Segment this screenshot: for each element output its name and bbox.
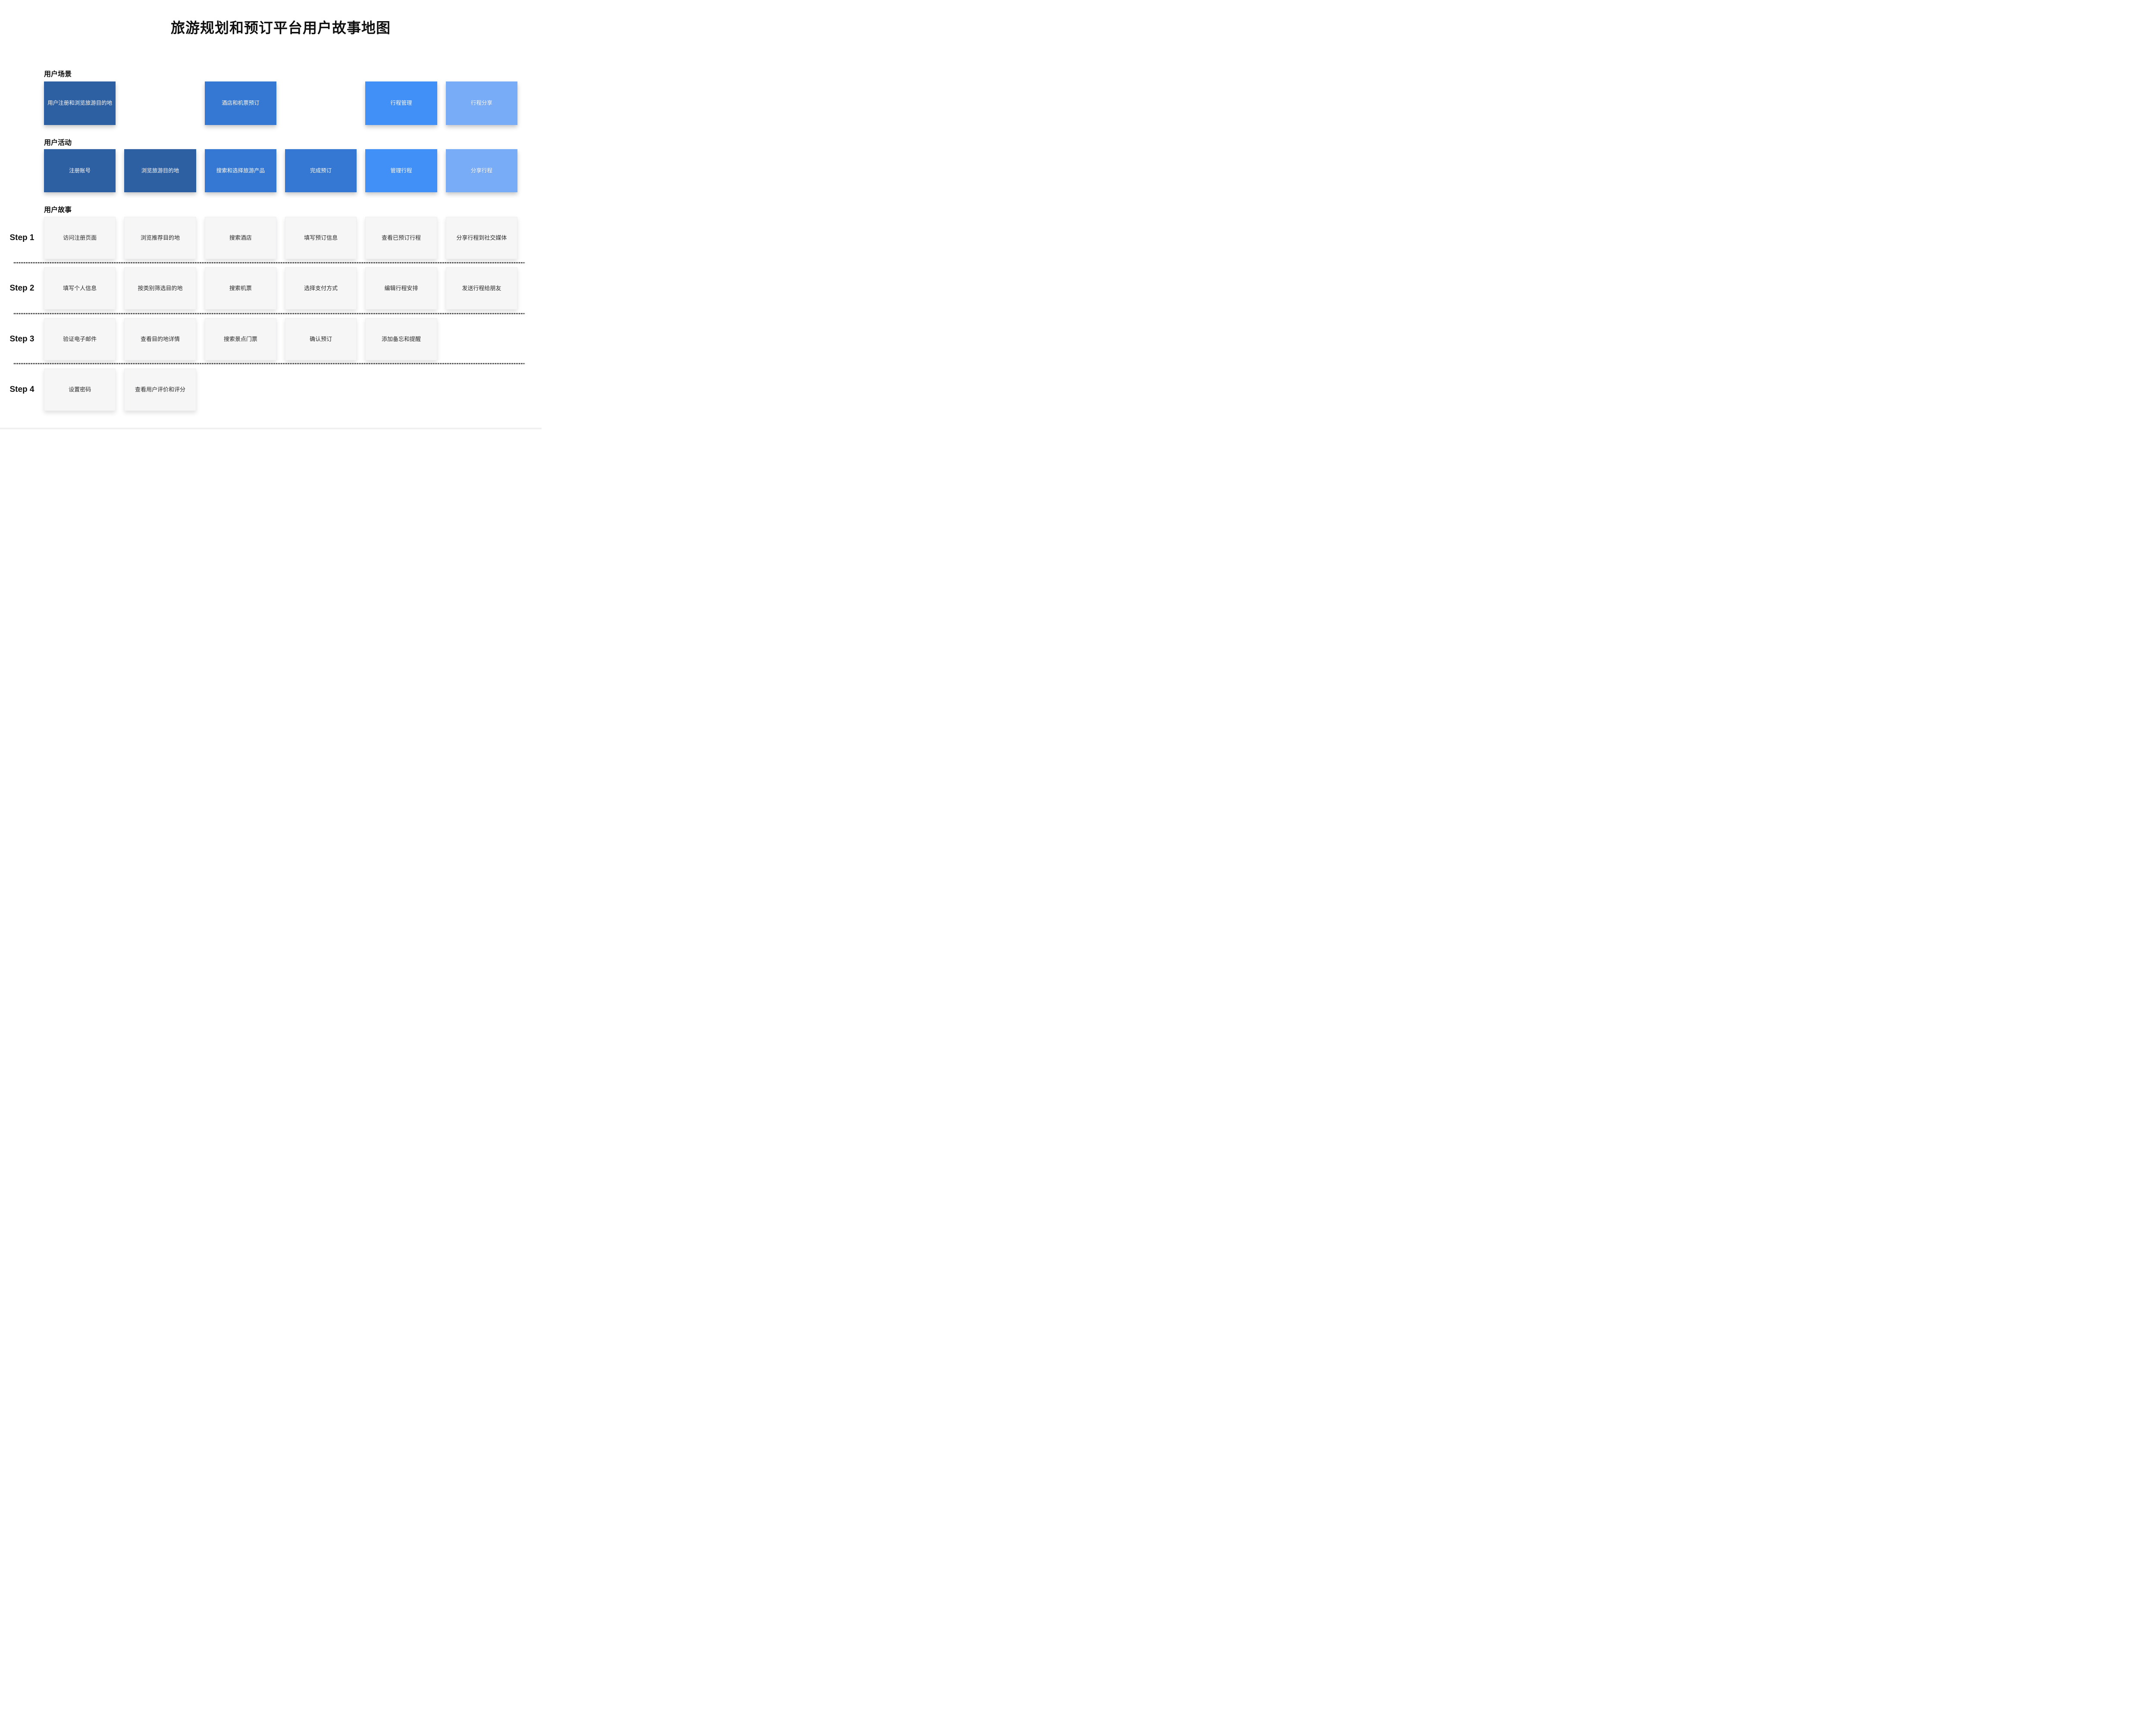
scenario-row: 用户注册和浏览旅游目的地 酒店和机票预订 行程管理行程分享: [44, 81, 517, 125]
scenario-card-1: 用户注册和浏览旅游目的地: [44, 81, 116, 125]
story-card-step1-3: 搜索酒店: [204, 217, 276, 259]
story-card-step3-3: 搜索景点门票: [204, 318, 276, 360]
footer-bar: [0, 428, 542, 429]
step-1-label: Step 1: [9, 233, 34, 242]
story-card-step3-2: 查看目的地详情: [124, 318, 196, 360]
story-row-step-3: Step 3 验证电子邮件查看目的地详情搜索景点门票确认预订添加备忘和提醒: [0, 318, 542, 360]
story-card-step2-3: 搜索机票: [204, 267, 276, 310]
step-3-label: Step 3: [9, 335, 34, 344]
dotted-separator-2: [14, 313, 525, 314]
activity-card-5: 管理行程: [365, 149, 437, 192]
activity-card-1: 注册账号: [44, 149, 116, 192]
story-card-step3-4: 确认预订: [285, 318, 357, 360]
dotted-separator-3: [14, 363, 525, 364]
section-label-stories: 用户故事: [44, 206, 72, 214]
story-card-step2-2: 按类别筛选目的地: [124, 267, 196, 310]
story-grid-step-3: 验证电子邮件查看目的地详情搜索景点门票确认预订添加备忘和提醒: [44, 318, 517, 360]
story-row-step-4: Step 4 设置密码查看用户评价和评分: [0, 369, 542, 411]
story-grid-step-2: 填写个人信息按类别筛选目的地搜索机票选择支付方式编辑行程安排发送行程给朋友: [44, 267, 517, 310]
scenario-card-2: 酒店和机票预订: [204, 81, 276, 125]
story-card-step3-1: 验证电子邮件: [44, 318, 116, 360]
story-card-step4-1: 设置密码: [44, 369, 116, 411]
story-card-step2-1: 填写个人信息: [44, 267, 116, 310]
section-label-activities: 用户活动: [44, 139, 72, 147]
section-label-scenarios: 用户场景: [44, 71, 72, 78]
story-card-step1-4: 填写预订信息: [285, 217, 357, 259]
story-grid-step-1: 访问注册页面浏览推荐目的地搜索酒店填写预订信息查看已预订行程分享行程到社交媒体: [44, 217, 517, 259]
activity-row: 注册账号浏览旅游目的地搜索和选择旅游产品完成预订管理行程分享行程: [44, 149, 517, 192]
story-card-step3-5: 添加备忘和提醒: [365, 318, 437, 360]
page-title: 旅游规划和预订平台用户故事地图: [171, 20, 391, 36]
story-card-step2-4: 选择支付方式: [285, 267, 357, 310]
story-card-step1-2: 浏览推荐目的地: [124, 217, 196, 259]
story-card-step1-5: 查看已预订行程: [365, 217, 437, 259]
story-card-step1-6: 分享行程到社交媒体: [445, 217, 517, 259]
activity-card-3: 搜索和选择旅游产品: [204, 149, 276, 192]
activity-card-2: 浏览旅游目的地: [124, 149, 196, 192]
story-card-step1-1: 访问注册页面: [44, 217, 116, 259]
story-card-step2-5: 编辑行程安排: [365, 267, 437, 310]
story-card-step2-6: 发送行程给朋友: [445, 267, 517, 310]
user-story-map: 旅游规划和预订平台用户故事地图 用户场景 用户注册和浏览旅游目的地 酒店和机票预订…: [0, 0, 542, 429]
dotted-separator-1: [14, 262, 525, 263]
story-card-step4-2: 查看用户评价和评分: [124, 369, 196, 411]
activity-card-4: 完成预订: [285, 149, 357, 192]
step-2-label: Step 2: [9, 284, 34, 293]
activity-card-6: 分享行程: [445, 149, 517, 192]
scenario-card-4: 行程分享: [445, 81, 517, 125]
story-row-step-1: Step 1 访问注册页面浏览推荐目的地搜索酒店填写预订信息查看已预订行程分享行…: [0, 217, 542, 259]
step-4-label: Step 4: [9, 385, 34, 394]
story-grid-step-4: 设置密码查看用户评价和评分: [44, 369, 517, 411]
scenario-card-3: 行程管理: [365, 81, 437, 125]
story-row-step-2: Step 2 填写个人信息按类别筛选目的地搜索机票选择支付方式编辑行程安排发送行…: [0, 267, 542, 310]
